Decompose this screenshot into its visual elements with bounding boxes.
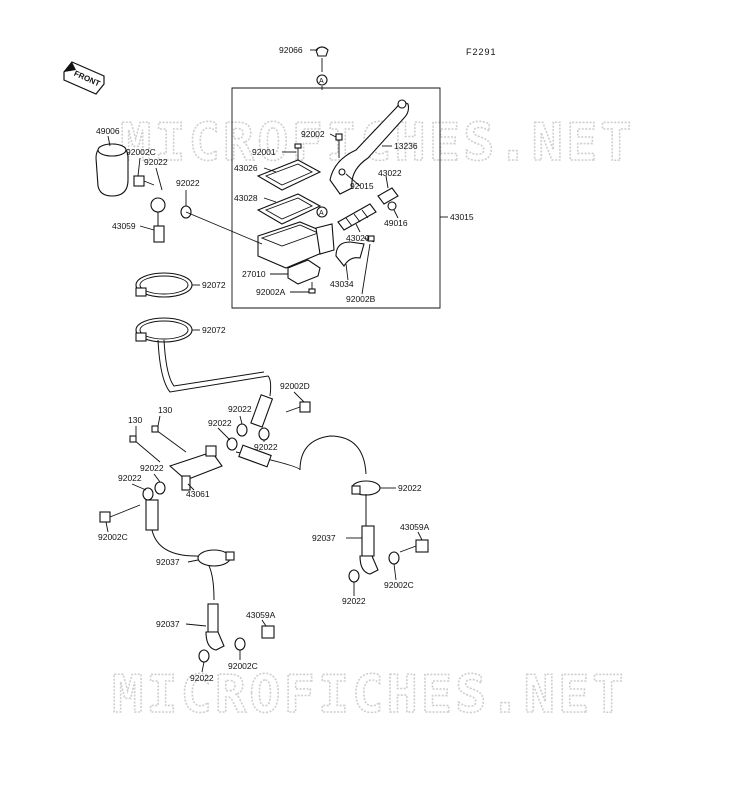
label-43028: 43028 <box>234 193 258 203</box>
clamp-92037-right <box>351 480 381 496</box>
label-43034: 43034 <box>330 279 354 289</box>
label-43059: 43059 <box>112 221 136 231</box>
washer-92022-left1 <box>154 481 166 495</box>
label-49006: 49006 <box>96 126 120 136</box>
clamp-43034 <box>335 241 365 267</box>
clamp-92037-left <box>197 549 235 567</box>
label-92002: 92002 <box>301 129 325 139</box>
label-92072-upper: 92072 <box>202 280 226 290</box>
bolt-92002B <box>363 235 375 243</box>
clamp-92072-lower <box>135 317 193 343</box>
brake-hose-upper <box>157 339 272 397</box>
label-92037-right: 92022 <box>398 483 422 493</box>
bolt-92002C-bottom <box>261 625 275 639</box>
part-labels: 92066 49006 92002C 92022 92022 43059 920… <box>96 45 474 683</box>
watermark-bottom: MICROFICHES.NET <box>112 665 627 725</box>
bolt-92002C-top <box>133 175 155 187</box>
label-43015: 43015 <box>450 212 474 222</box>
switch-27010 <box>287 259 321 285</box>
label-92002B: 92002B <box>346 294 376 304</box>
master-cylinder-body: A <box>257 206 335 269</box>
label-130-left: 130 <box>128 415 142 425</box>
banjo-43059A-right <box>359 525 379 575</box>
label-92002C-bottom: 43059A <box>246 610 276 620</box>
label-92022-top2: 92022 <box>176 178 200 188</box>
label-92022-mid1: 92022 <box>228 404 252 414</box>
label-43059A-left: 92037 <box>156 619 180 629</box>
reservoir-cover-43026 <box>256 159 322 191</box>
bolt-92002C-right <box>399 539 429 553</box>
figure-code: F2291 <box>466 47 497 57</box>
label-43061: 43061 <box>186 489 210 499</box>
bolt-92002D <box>285 401 311 413</box>
bolt-92002C-left <box>99 504 141 523</box>
marker-a-top: A <box>319 78 324 85</box>
clamp-92072-upper <box>135 272 193 298</box>
label-130-right: 130 <box>158 405 172 415</box>
screw-92001 <box>294 143 302 160</box>
label-92022-bottom1: 92002C <box>228 661 258 671</box>
banjo-43059-top <box>150 197 166 243</box>
washer-92022-mid2 <box>258 427 270 441</box>
label-13236: 13236 <box>394 141 418 151</box>
label-92072-lower: 92072 <box>202 325 226 335</box>
boot-43022 <box>377 187 399 205</box>
cap-92066: A <box>315 46 329 90</box>
bolt-130-left <box>129 435 161 463</box>
assembly-bracket <box>231 87 441 309</box>
label-92022-mid2: 92022 <box>208 418 232 428</box>
label-92022-top1: 92022 <box>144 157 168 167</box>
diaphragm-43028 <box>256 193 322 225</box>
nut-92015 <box>338 168 346 176</box>
seal-49016 <box>387 201 397 211</box>
piston-assembly-43020 <box>337 203 377 231</box>
label-92002C-top: 92002C <box>126 147 156 157</box>
banjo-fitting-mid <box>250 394 274 428</box>
label-43026: 43026 <box>234 163 258 173</box>
label-92022-bottom2: 92022 <box>190 673 214 683</box>
brake-hose-right <box>235 435 367 475</box>
screw-92002A <box>308 282 316 294</box>
label-92001: 92001 <box>252 147 276 157</box>
label-49016: 49016 <box>384 218 408 228</box>
label-92002C-right: 43059A <box>400 522 430 532</box>
banjo-43059A-left <box>205 603 225 651</box>
washer-92022-right2 <box>348 569 360 583</box>
washer-92022-mid1 <box>236 423 248 437</box>
label-92022-mid3: 92022 <box>254 442 278 452</box>
label-43020: 43020 <box>346 233 370 243</box>
leader-lines <box>105 49 423 673</box>
label-92022-left2: 92022 <box>118 473 142 483</box>
brake-hose-left <box>151 529 215 601</box>
reservoir-49006 <box>95 143 129 197</box>
joint-43061 <box>168 445 223 491</box>
marker-a-body: A <box>319 210 324 217</box>
label-92002A: 92002A <box>256 287 286 297</box>
brake-hose-upper-b <box>163 339 265 387</box>
label-92066: 92066 <box>279 45 303 55</box>
bolt-130-right <box>151 425 187 453</box>
label-43022: 43022 <box>378 168 402 178</box>
banjo-fitting-left <box>145 499 159 531</box>
brake-lever-13236 <box>329 99 410 195</box>
label-92022-left1: 92022 <box>140 463 164 473</box>
washer-92022-right1 <box>388 551 400 565</box>
label-92037-left: 92037 <box>156 557 180 567</box>
label-27010: 27010 <box>242 269 266 279</box>
label-92015: 92015 <box>350 181 374 191</box>
washer-92022-bottom1 <box>234 637 246 651</box>
washer-92022-mid3 <box>226 437 238 451</box>
washer-92022-bottom2 <box>198 649 210 663</box>
label-92022-right2: 92022 <box>342 596 366 606</box>
front-arrow-icon: FRONT <box>63 61 105 95</box>
label-92022-right1: 92002C <box>384 580 414 590</box>
label-92002C-left: 92002C <box>98 532 128 542</box>
label-43059A-right: 92037 <box>312 533 336 543</box>
banjo-fitting-right-top <box>238 444 272 468</box>
label-92002D: 92002D <box>280 381 310 391</box>
